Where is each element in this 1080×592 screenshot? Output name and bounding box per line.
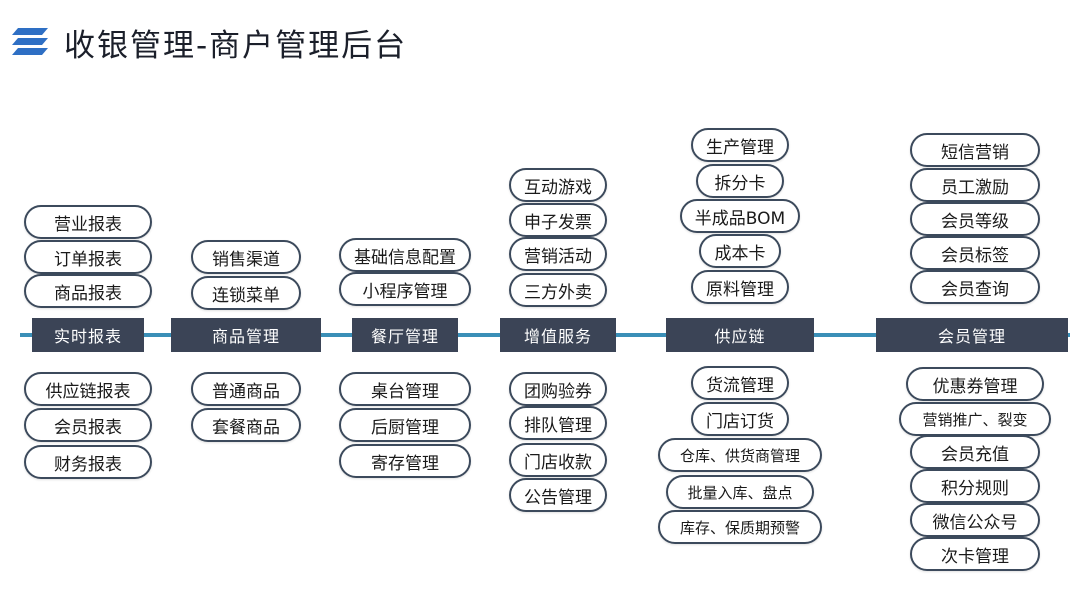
module-pill: 排队管理 <box>509 406 607 440</box>
module-pill: 拆分卡 <box>696 164 784 198</box>
module-pill: 生产管理 <box>691 128 789 162</box>
module-pill: 商品报表 <box>24 274 152 308</box>
module-pill: 公告管理 <box>509 478 607 512</box>
stacked-layers-icon <box>12 28 48 55</box>
module-pill: 小程序管理 <box>339 272 471 306</box>
module-pill: 会员查询 <box>910 270 1040 304</box>
header: 收银管理-商户管理后台 <box>10 20 407 64</box>
module-pill: 三方外卖 <box>509 273 607 307</box>
category-bar: 增值服务 <box>500 318 616 352</box>
module-pill: 连锁菜单 <box>191 276 301 310</box>
module-pill: 批量入库、盘点 <box>666 475 814 509</box>
module-pill: 营业报表 <box>24 205 152 239</box>
category-bar: 实时报表 <box>32 318 144 352</box>
module-pill: 财务报表 <box>24 445 152 479</box>
category-bar: 餐厅管理 <box>352 318 458 352</box>
module-pill: 积分规则 <box>910 469 1040 503</box>
module-pill: 互动游戏 <box>509 168 607 202</box>
category-bar: 商品管理 <box>171 318 321 352</box>
module-pill: 桌台管理 <box>339 372 471 406</box>
module-pill: 套餐商品 <box>191 408 301 442</box>
page-title: 收银管理-商户管理后台 <box>64 27 408 64</box>
module-pill: 仓库、供货商管理 <box>658 438 822 472</box>
module-pill: 营销推广、裂变 <box>899 402 1051 436</box>
module-pill: 会员报表 <box>24 408 152 442</box>
module-pill: 会员充值 <box>910 435 1040 469</box>
module-pill: 普通商品 <box>191 372 301 406</box>
module-pill: 会员标签 <box>910 236 1040 270</box>
module-pill: 销售渠道 <box>191 240 301 274</box>
module-pill: 员工激励 <box>910 168 1040 202</box>
category-bar: 会员管理 <box>876 318 1068 352</box>
category-bar: 供应链 <box>666 318 814 352</box>
module-pill: 货流管理 <box>691 366 789 400</box>
module-pill: 优惠券管理 <box>906 367 1044 401</box>
module-pill: 原料管理 <box>691 270 789 304</box>
module-pill: 供应链报表 <box>24 372 152 406</box>
module-pill: 订单报表 <box>24 240 152 274</box>
module-pill: 营销活动 <box>509 237 607 271</box>
module-pill: 团购验券 <box>509 372 607 406</box>
module-pill: 次卡管理 <box>910 537 1040 571</box>
module-pill: 会员等级 <box>910 202 1040 236</box>
module-pill: 成本卡 <box>699 234 781 268</box>
module-pill: 微信公众号 <box>910 503 1040 537</box>
module-pill: 门店订货 <box>691 402 789 436</box>
module-pill: 寄存管理 <box>339 444 471 478</box>
module-pill: 半成品BOM <box>680 199 800 233</box>
module-pill: 库存、保质期预警 <box>658 510 822 544</box>
module-pill: 申子发票 <box>509 203 607 237</box>
module-pill: 短信营销 <box>910 133 1040 167</box>
module-pill: 门店收款 <box>509 443 607 477</box>
module-pill: 基础信息配置 <box>339 238 471 272</box>
module-pill: 后厨管理 <box>339 408 471 442</box>
